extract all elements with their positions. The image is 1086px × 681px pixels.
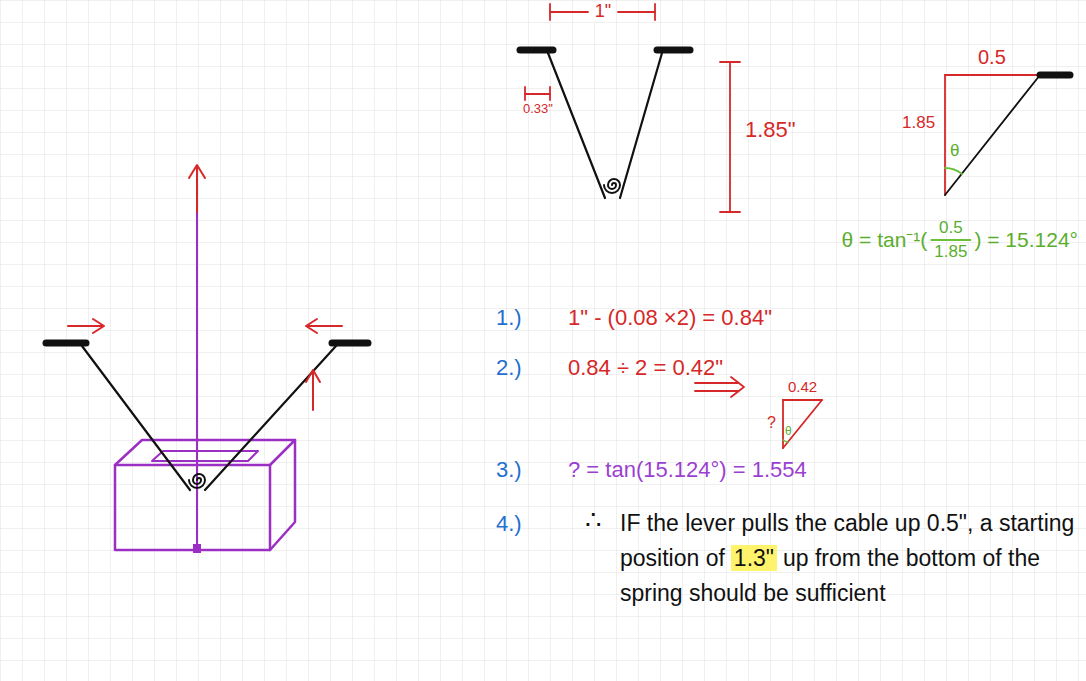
fraction-part: 0.5 bbox=[939, 219, 963, 238]
force-arrow bbox=[68, 325, 102, 327]
calculation: ? = tan(15.124°) = 1.554 bbox=[568, 458, 807, 482]
box-side bbox=[270, 440, 295, 550]
arrow-head bbox=[189, 165, 205, 178]
side-length: 1.85 bbox=[902, 114, 935, 133]
highlighted-value: 1.3" bbox=[731, 545, 777, 571]
equation: ) = 15.124° bbox=[974, 228, 1078, 251]
implies-arrow bbox=[695, 390, 738, 392]
triangle-hypotenuse bbox=[945, 75, 1040, 195]
spring-leg bbox=[620, 53, 662, 198]
step-number: 2.) bbox=[496, 356, 522, 380]
dimension-line bbox=[525, 93, 550, 95]
lever-bar bbox=[1040, 72, 1070, 79]
step-number: 1.) bbox=[496, 306, 522, 330]
angle-symbol: θ bbox=[950, 142, 959, 161]
cable-line bbox=[196, 195, 198, 548]
calculation: 1" - (0.08 ×2) = 0.84" bbox=[568, 306, 772, 330]
dimension-tick bbox=[549, 4, 551, 20]
dimension-tick bbox=[720, 211, 740, 213]
angle-arc bbox=[945, 168, 962, 174]
step-number: 4.) bbox=[496, 512, 522, 536]
dimension-tick bbox=[654, 4, 656, 20]
dimension-tick bbox=[549, 87, 551, 100]
spring-coil bbox=[604, 179, 620, 193]
spring-leg bbox=[82, 346, 190, 490]
triangle-side bbox=[945, 74, 1040, 76]
dimension-line bbox=[729, 62, 731, 212]
unknown-side: ? bbox=[767, 414, 776, 432]
side-length: 0.42 bbox=[788, 379, 817, 396]
dimension-label: 1" bbox=[592, 2, 614, 22]
implies-arrow bbox=[695, 382, 738, 384]
arrow-head bbox=[306, 319, 317, 333]
box-top bbox=[115, 440, 295, 465]
dimension-label: 1.85" bbox=[745, 118, 796, 142]
therefore-symbol: ∴ bbox=[585, 506, 602, 535]
angle-arc bbox=[783, 440, 788, 442]
angle-symbol: θ bbox=[785, 425, 792, 438]
spring-leg bbox=[205, 346, 336, 490]
dimension-tick bbox=[524, 87, 526, 100]
triangle-hypotenuse bbox=[783, 400, 822, 448]
dimension-label: 0.33" bbox=[523, 102, 553, 116]
dimension-line bbox=[550, 11, 588, 13]
arrow-head bbox=[93, 319, 104, 333]
force-arrow bbox=[308, 325, 342, 327]
fraction-part: 1.85 bbox=[934, 243, 967, 262]
triangle-side bbox=[783, 399, 822, 401]
cable-end bbox=[193, 544, 201, 553]
box-front bbox=[115, 465, 270, 550]
spring-leg bbox=[548, 53, 605, 198]
arrow-head bbox=[306, 370, 320, 382]
triangle-side bbox=[944, 75, 946, 195]
lever-bar bbox=[332, 340, 368, 347]
lever-bar bbox=[46, 340, 86, 347]
pull-arrow bbox=[196, 167, 198, 212]
conclusion-note: IF the lever pulls the cable up 0.5", a … bbox=[620, 506, 1075, 611]
calculation: 0.84 ÷ 2 = 0.42" bbox=[568, 356, 723, 380]
lift-arrow bbox=[312, 372, 314, 410]
fraction-bar bbox=[931, 239, 970, 241]
spring-coil bbox=[189, 474, 205, 488]
side-length: 0.5 bbox=[978, 46, 1006, 68]
dimension-tick bbox=[720, 61, 740, 63]
step-number: 3.) bbox=[496, 458, 522, 482]
dimension-line bbox=[618, 11, 655, 13]
arrow-head bbox=[731, 377, 744, 397]
equation: θ = tan⁻¹( bbox=[842, 228, 928, 251]
